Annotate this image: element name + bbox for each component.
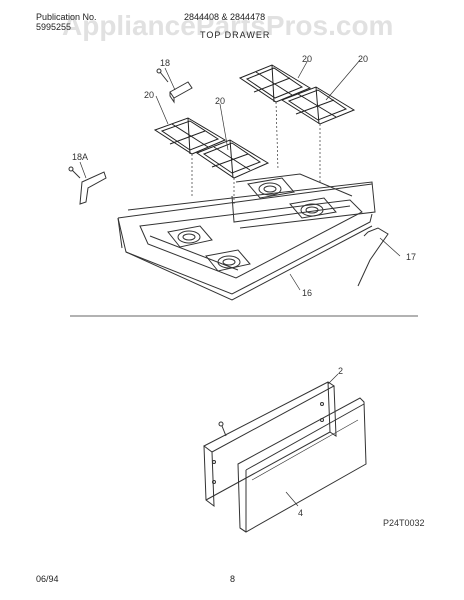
cooktop-tray — [117, 173, 376, 301]
watermark: AppliancePartsPros.com — [62, 10, 394, 41]
grate-right-rear — [238, 64, 312, 103]
leader-lines-top — [79, 59, 401, 291]
callout-18a: 18A — [72, 152, 88, 162]
bracket-part-18 — [156, 68, 193, 104]
figure-code: P24T0032 — [383, 518, 425, 528]
callout-16: 16 — [302, 288, 312, 298]
callout-17: 17 — [406, 252, 416, 262]
grate-right-front — [280, 86, 356, 125]
callout-20-right-front: 20 — [358, 54, 368, 64]
callout-18: 18 — [160, 58, 170, 68]
callout-4: 4 — [298, 508, 303, 518]
leader-lines-bottom — [285, 373, 339, 507]
grate-left-rear — [153, 117, 227, 155]
callout-2: 2 — [338, 366, 343, 376]
publication-number: 5995255 — [36, 22, 72, 32]
grate-left-front — [195, 139, 270, 179]
callout-20-right-rear: 20 — [302, 54, 312, 64]
footer-date: 06/94 — [36, 574, 59, 584]
callout-20-left-front: 20 — [215, 96, 225, 106]
drawer-front-part-4 — [237, 397, 367, 533]
publication-label: Publication No. — [36, 12, 97, 22]
callout-20-left-rear: 20 — [144, 90, 154, 100]
wire-part-17 — [357, 227, 389, 287]
section-title: TOP DRAWER — [200, 30, 271, 40]
bracket-part-18a — [68, 166, 107, 205]
screw — [218, 421, 227, 437]
model-numbers: 2844408 & 2844478 — [184, 12, 266, 22]
footer-page: 8 — [230, 574, 236, 584]
